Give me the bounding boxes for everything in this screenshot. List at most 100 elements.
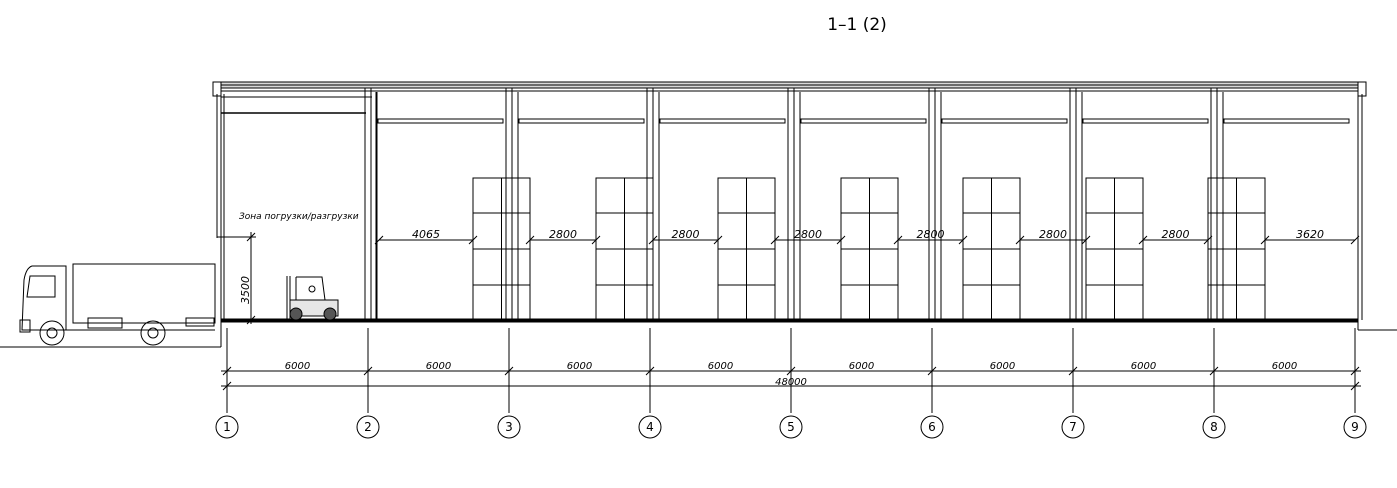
- truck-icon: [19, 263, 216, 346]
- roof-right-cap: [1357, 81, 1367, 97]
- axis-bubble: [1343, 415, 1367, 439]
- span-dim-tick: [1068, 366, 1078, 376]
- axis-label: 2: [364, 420, 372, 434]
- forklift-rear-wheel: [323, 307, 337, 321]
- crane-beam: [941, 118, 1068, 124]
- axis-label: 4: [646, 420, 654, 434]
- rack-dim-tick: [374, 235, 384, 245]
- crane-beam: [659, 118, 786, 124]
- rack-dim-text: 2800: [672, 228, 700, 241]
- axis-bubble: [1061, 415, 1085, 439]
- racks-group: [472, 177, 1266, 321]
- span-dim-text: 6000: [708, 361, 733, 372]
- truck-front-wheel: [39, 320, 65, 346]
- rack-dim-tick: [770, 235, 780, 245]
- truck-front-hub: [46, 327, 58, 339]
- span-dim-text: 6000: [426, 361, 451, 372]
- span-dim-tick: [363, 366, 373, 376]
- rack-dim-tick: [468, 235, 478, 245]
- total-dim-tick: [222, 381, 232, 391]
- roof-left-cap: [212, 81, 222, 97]
- crane-beam: [1082, 118, 1209, 124]
- rack-dim-text: 2800: [1162, 228, 1190, 241]
- axis-bubble: [356, 415, 380, 439]
- rack-dim-text: 2800: [1039, 228, 1067, 241]
- total-dim-text: 48000: [775, 377, 807, 388]
- truck-step: [185, 317, 215, 327]
- span-dim-tick: [927, 366, 937, 376]
- truck-cab: [21, 265, 67, 331]
- span-dim-tick: [786, 366, 796, 376]
- axis-label: 9: [1351, 420, 1359, 434]
- rack-dim-tick: [525, 235, 535, 245]
- axis-label: 7: [1069, 420, 1077, 434]
- truck-rear-wheel: [140, 320, 166, 346]
- axis-bubble: [215, 415, 239, 439]
- rack-dim-text: 2800: [917, 228, 945, 241]
- axis-label: 3: [505, 420, 513, 434]
- axis-label: 1: [223, 420, 231, 434]
- axis-label: 8: [1210, 420, 1218, 434]
- rack-dim-text: 3620: [1296, 228, 1324, 241]
- forklift-cage: [295, 276, 326, 301]
- zone-label: Зона погрузки/разгрузки: [239, 212, 359, 222]
- span-dim-text: 6000: [1272, 361, 1297, 372]
- span-dim-tick: [1350, 366, 1360, 376]
- span-dim-tick: [222, 366, 232, 376]
- axis-bubble: [779, 415, 803, 439]
- forklift-icon: [250, 276, 339, 321]
- crane-beam: [518, 118, 645, 124]
- forklift-driver-head: [308, 285, 316, 293]
- truck-bumper: [19, 319, 31, 333]
- rack-dim-text: 2800: [549, 228, 577, 241]
- crane-beam: [1223, 118, 1350, 124]
- truck-rear-hub: [147, 327, 159, 339]
- rack-dim-tick: [1260, 235, 1270, 245]
- rack-dim-tick: [836, 235, 846, 245]
- total-dim-tick: [1350, 381, 1360, 391]
- span-dim-text: 6000: [285, 361, 310, 372]
- axis-bubble: [497, 415, 521, 439]
- rack-dim-tick: [1138, 235, 1148, 245]
- span-dim-text: 6000: [1131, 361, 1156, 372]
- height-tick-top: [246, 232, 256, 242]
- dimension-chains: 4065 2800 2800 2800 2800 2800 2800 3620 6000 6000…: [221, 228, 1361, 413]
- height-dim-text: 3500: [239, 276, 252, 304]
- axis-label: 6: [928, 420, 936, 434]
- rack-dim-text: 4065: [412, 228, 440, 241]
- crane-beam: [377, 118, 504, 124]
- truck-tank: [87, 317, 123, 329]
- rack-dim-tick: [958, 235, 968, 245]
- rack-dim-tick: [1081, 235, 1091, 245]
- columns-group: [364, 88, 1224, 320]
- height-dimension: [217, 232, 256, 325]
- span-dim-text: 6000: [849, 361, 874, 372]
- span-dim-text: 6000: [990, 361, 1015, 372]
- truck-box: [72, 263, 216, 324]
- grid-axes: 1 2 3 4 5 6 7 8 9: [215, 415, 1367, 439]
- rack-dim-tick: [648, 235, 658, 245]
- section-title: 1–1 (2): [827, 15, 887, 35]
- building-frame: [0, 81, 1397, 348]
- height-tick-bottom: [246, 315, 256, 325]
- axis-label: 5: [787, 420, 795, 434]
- rack-dim-tick: [591, 235, 601, 245]
- span-dim-text: 6000: [567, 361, 592, 372]
- rack-dim-tick: [1203, 235, 1213, 245]
- rack-dim-tick: [893, 235, 903, 245]
- axis-bubble: [920, 415, 944, 439]
- axis-bubble: [1202, 415, 1226, 439]
- rack-dim-tick: [713, 235, 723, 245]
- axis-bubble: [638, 415, 662, 439]
- span-dim-tick: [504, 366, 514, 376]
- floor-slab: [220, 318, 1359, 323]
- rack-dim-tick: [1350, 235, 1360, 245]
- truck-window: [26, 275, 56, 298]
- span-dim-tick: [1209, 366, 1219, 376]
- crane-beam: [800, 118, 927, 124]
- crane-beams-group: [377, 118, 1350, 124]
- rack-dim-tick: [1015, 235, 1025, 245]
- rack-dim-text: 2800: [794, 228, 822, 241]
- span-dim-tick: [645, 366, 655, 376]
